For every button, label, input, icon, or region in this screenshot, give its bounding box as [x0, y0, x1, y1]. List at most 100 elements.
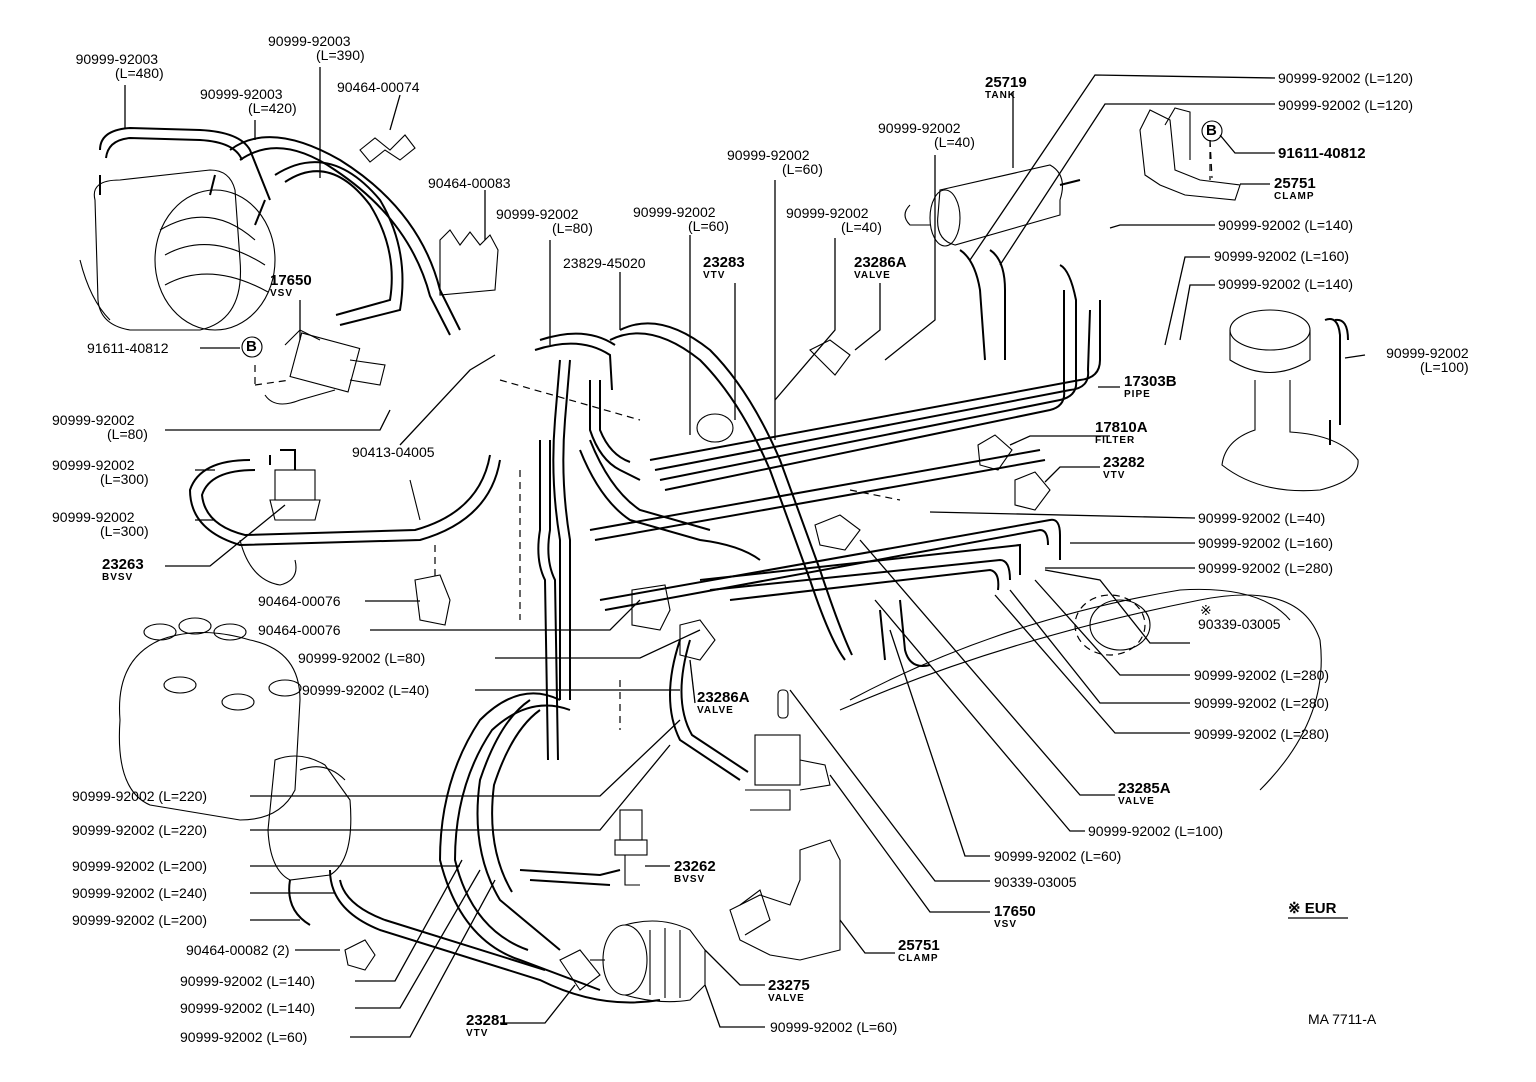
part-number: 90999-92003 [268, 33, 351, 49]
part-number: 90999-92002 [72, 788, 155, 804]
part-number: 90339-03005 [1198, 616, 1281, 632]
part-description: VALVE [697, 705, 734, 716]
callout-hose-60-e: 90999-92002 (L=60) [180, 1030, 307, 1044]
vsv-17650-lower [745, 689, 831, 811]
callout-hose-60-c: 90999-92002 (L=60) [994, 849, 1121, 863]
part-length: (L=60) [782, 161, 823, 177]
callout-hose-100-a: 90999-92002 (L=100) [1372, 346, 1469, 374]
callout-clip-00082: 90464-00082 (2) [186, 943, 290, 957]
clamp-25751-top [1139, 107, 1241, 201]
part-number: 23281 [466, 1012, 508, 1029]
tank-25719 [904, 164, 1081, 361]
part-length: (L=420) [248, 100, 297, 116]
callout-hose-60-a: 90999-92002 (L=60) [727, 148, 823, 176]
callout-hose-240: 90999-92002 (L=240) [72, 886, 207, 900]
part-length: (L=100) [1420, 359, 1469, 375]
part-length: (L=280) [1280, 667, 1330, 683]
part-length: (L=140) [1304, 217, 1354, 233]
part-number: 17650 [994, 903, 1036, 920]
part-number: 90999-92002 [1198, 510, 1281, 526]
callout-hose-160-b: 90999-92002 (L=160) [1198, 536, 1333, 550]
part-length: (L=280) [1280, 726, 1330, 742]
part-length: (L=300) [100, 523, 149, 539]
callout-hose-390: 90999-92003 (L=390) [268, 34, 365, 62]
callout-hose-40-b: 90999-92002 (L=40) [878, 121, 975, 149]
part-number: 90999-92002 [72, 822, 155, 838]
callout-bolt-91611-right: 91611-40812 [1278, 145, 1366, 162]
callout-hose-80-top: 90999-92002 (L=80) [496, 207, 593, 235]
callout-hose-60-b: 90999-92002 (L=60) [633, 205, 729, 233]
vtv-23281 [559, 949, 601, 991]
part-length: (L=280) [1284, 560, 1334, 576]
callout-hose-200-a: 90999-92002 (L=200) [72, 913, 207, 927]
part-length: (L=160) [1284, 535, 1334, 551]
part-number: 90999-92002 [180, 973, 263, 989]
part-length: (L=240) [158, 885, 208, 901]
part-length: (L=60) [688, 218, 729, 234]
callout-tank-25719: 25719 TANK [985, 75, 1027, 101]
lower-sweep-hoses [288, 639, 749, 1004]
valve-23275 [590, 920, 706, 1003]
callout-hose-120-a: 90999-92002 (L=120) [1278, 71, 1413, 85]
marker-b-left [241, 336, 263, 358]
valve-23286A-upper [809, 339, 851, 376]
part-length: (L=220) [158, 822, 208, 838]
callout-valve-23275: 23275 VALVE [768, 978, 810, 1004]
dashed-reference-lines [434, 139, 1213, 730]
part-description: VSV [994, 919, 1018, 930]
callout-connector-90413: 90413-04005 [352, 444, 435, 460]
part-number: 23286A [854, 254, 907, 271]
clips-90464-00076 [414, 574, 671, 631]
part-length: (L=140) [266, 1000, 316, 1016]
part-length: (L=80) [384, 650, 426, 666]
callout-hose-140-a: 90999-92002 (L=140) [1218, 218, 1353, 232]
callout-hose-220-a: 90999-92002 (L=220) [72, 823, 207, 837]
part-description: FILTER [1095, 435, 1136, 446]
callout-hose-200-b: 90999-92002 (L=200) [72, 859, 207, 873]
part-number: 90999-92002 [1278, 70, 1361, 86]
part-number: 90999-92002 [1198, 535, 1281, 551]
part-number: 90999-92002 [1194, 726, 1277, 742]
part-description: VALVE [768, 993, 805, 1004]
part-number: 23275 [768, 977, 810, 994]
part-number: 90999-92002 [298, 650, 381, 666]
part-description: CLAMP [898, 953, 939, 964]
callout-hose-160-a: 90999-92002 (L=160) [1214, 249, 1349, 263]
callout-hose-80-left: 90999-92002 (L=80) [52, 413, 148, 441]
callout-hose-420: 90999-92003 (L=420) [200, 87, 297, 115]
callout-vtv-23281: 23281 VTV [466, 1013, 508, 1039]
callout-23829-45020: 23829-45020 [563, 255, 646, 271]
part-number: 90999-92003 [200, 86, 283, 102]
part-number: 23285A [1118, 780, 1171, 797]
bvsv-23263 [269, 469, 321, 521]
callout-bvsv-23262: 23262 BVSV [674, 859, 716, 885]
part-number: 90999-92002 [52, 457, 135, 473]
part-number: 23283 [703, 254, 745, 271]
callout-hose-40-a: 90999-92002 (L=40) [786, 206, 882, 234]
callout-valve-23286A-lower: 23286A VALVE [697, 690, 750, 716]
part-number: 90999-92002 [180, 1029, 263, 1045]
part-length: (L=40) [934, 134, 975, 150]
callout-hose-480: 90999-92003 (L=480) [70, 52, 164, 80]
part-number: 90999-92002 [878, 120, 961, 136]
eur-mark: ※ [1200, 602, 1212, 618]
leader-lines [124, 67, 1366, 1038]
part-length: (L=140) [1304, 276, 1354, 292]
part-length: (L=300) [100, 471, 149, 487]
part-length: (L=40) [388, 682, 430, 698]
part-number: 25751 [898, 937, 940, 954]
part-number: 90999-92002 [786, 205, 869, 221]
valve-23285A [814, 514, 861, 551]
part-number: 17810A [1095, 419, 1148, 436]
part-number: 90999-92002 [1194, 667, 1277, 683]
part-length: (L=480) [115, 65, 164, 81]
part-number: 90999-92002 [180, 1000, 263, 1016]
callout-bolt-91611-left: 91611-40812 [87, 340, 169, 356]
part-description: BVSV [102, 572, 134, 583]
part-number: 90999-92002 [994, 848, 1077, 864]
vtv-23282 [1014, 471, 1051, 511]
callout-hose-140-b: 90999-92002 (L=140) [1218, 277, 1353, 291]
part-length: (L=80) [107, 426, 148, 442]
